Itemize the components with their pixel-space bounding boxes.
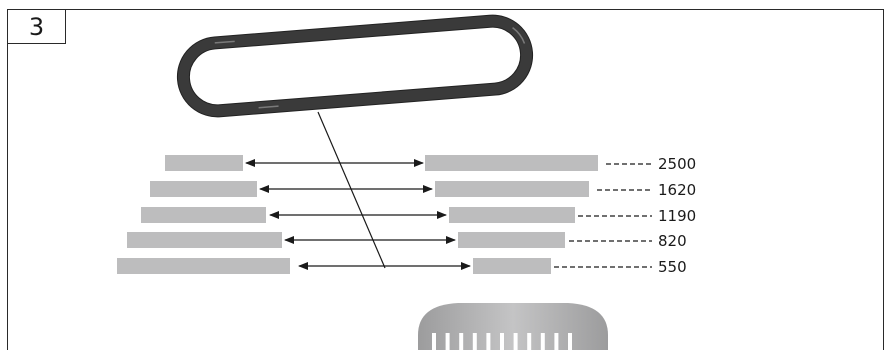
spindle-pulley-step: [435, 181, 589, 197]
knob-ridge: [513, 333, 518, 350]
diagram-frame: [7, 9, 884, 350]
spindle-pulley-step: [473, 258, 551, 274]
speed-label: 1620: [658, 181, 696, 199]
speed-label: 1190: [658, 207, 696, 225]
speed-label: 820: [658, 232, 687, 250]
motor-pulley-step: [141, 207, 266, 223]
speed-label: 2500: [658, 155, 696, 173]
spindle-pulley-step: [458, 232, 565, 248]
belt-pointer-line: [317, 111, 386, 269]
knob-ridge: [445, 333, 450, 350]
motor-pulley-step: [117, 258, 290, 274]
knob-ridge: [459, 333, 464, 350]
drive-belt-icon: [176, 14, 534, 118]
knob-ridge: [554, 333, 559, 350]
motor-pulley-step: [165, 155, 243, 171]
motor-pulley-step: [150, 181, 257, 197]
pulley-step-row: 2500: [165, 155, 696, 173]
pulley-step-row: 820: [127, 232, 687, 250]
knob-ridge: [472, 333, 477, 350]
pulley-step-row: 1190: [141, 207, 696, 225]
step-number-box: 3: [7, 9, 66, 44]
knob-ridge: [568, 333, 572, 350]
motor-knob-icon: [418, 303, 608, 350]
knob-ridge: [540, 333, 545, 350]
spindle-pulley-step: [449, 207, 575, 223]
knob-ridge: [432, 333, 436, 350]
knob-ridge: [500, 333, 504, 350]
knob-ridge: [527, 333, 532, 350]
motor-pulley-step: [127, 232, 282, 248]
step-number: 3: [28, 12, 45, 41]
pulley-step-row: 550: [117, 258, 687, 276]
pulley-step-row: 1620: [150, 181, 696, 199]
knob-ridge: [486, 333, 491, 350]
spindle-pulley-step: [425, 155, 598, 171]
speed-label: 550: [658, 258, 687, 276]
